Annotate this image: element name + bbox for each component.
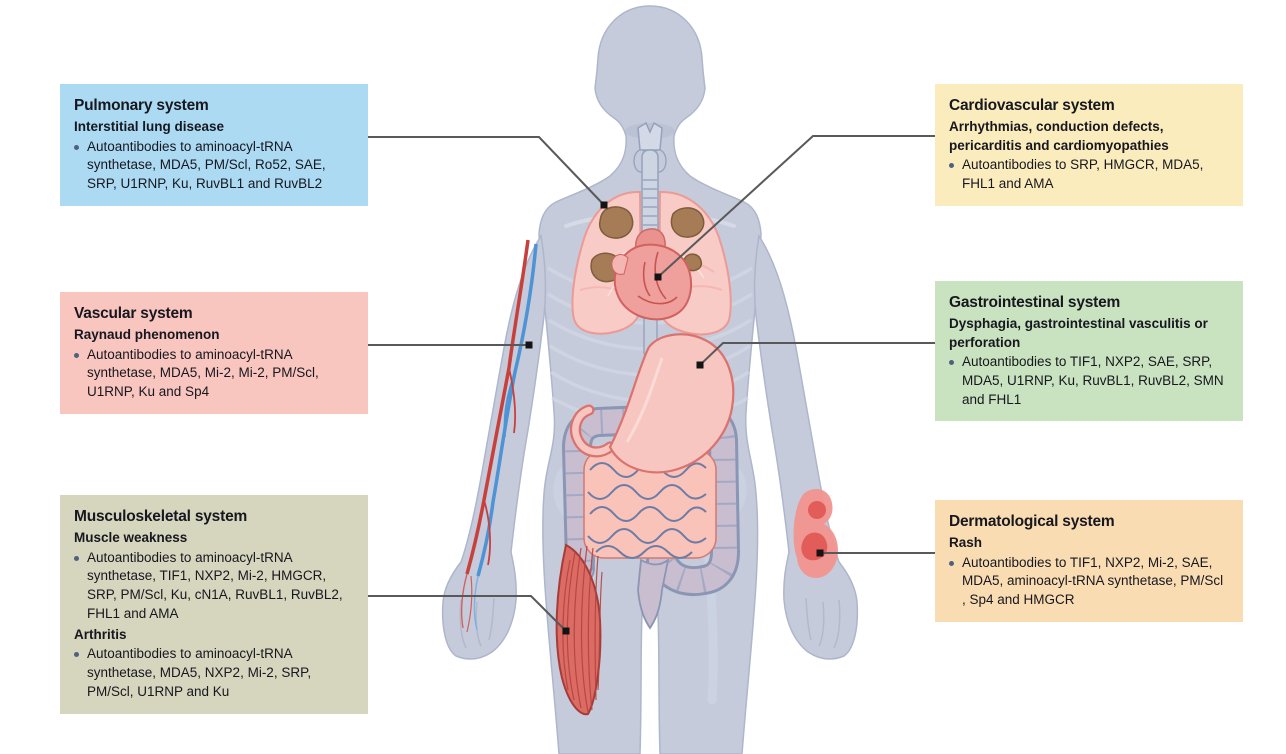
bullet-text: Autoantibodies to aminoacyl-tRNA synthet… — [87, 646, 312, 700]
section-heading: Rash — [949, 535, 983, 551]
callout-title: Dermatological system — [949, 513, 1115, 530]
left-arm — [753, 233, 859, 660]
endpoint-heart — [654, 273, 662, 281]
connectors — [366, 135, 935, 632]
rectum-illustration — [637, 557, 670, 630]
callout-gastrointestinal: Gastrointestinal system Dysphagia, gastr… — [935, 281, 1243, 422]
section-heading: Raynaud phenomenon — [74, 327, 220, 343]
endpoint-muscle — [562, 627, 570, 635]
bullet-dot — [74, 652, 79, 658]
muscle-striations — [562, 545, 603, 713]
callout-cardiovascular: Cardiovascular system Arrhythmias, condu… — [935, 84, 1243, 206]
connector-gastrointestinal — [699, 342, 935, 366]
section-heading: Interstitial lung disease — [74, 119, 225, 135]
bullet-dot — [949, 560, 954, 566]
bullet-item: Autoantibodies to aminoacyl-tRNA synthet… — [74, 549, 354, 625]
bullet-text: Autoantibodies to SRP, HMGCR, MDA5, FHL1… — [962, 156, 1204, 191]
callout-title: Vascular system — [74, 305, 193, 322]
connector-musculoskeletal — [366, 595, 567, 632]
stomach-highlight — [625, 357, 664, 443]
bullet-text: Autoantibodies to TIF1, NXP2, SAE, SRP, … — [962, 353, 1224, 407]
callout-title: Musculoskeletal system — [74, 508, 248, 525]
bullet-item: Autoantibodies to SRP, HMGCR, MDA5, FHL1… — [949, 156, 1229, 194]
trachea-illustration — [633, 121, 667, 251]
hand-rash-illustration — [793, 489, 838, 578]
callout-title: Pulmonary system — [74, 97, 209, 114]
connector-pulmonary — [368, 136, 605, 206]
bullet-text: Autoantibodies to aminoacyl-tRNA synthet… — [87, 346, 319, 400]
bullet-dot — [74, 144, 79, 150]
callout-musculoskeletal: Musculoskeletal system Muscle weakness A… — [60, 495, 368, 715]
section-heading: Muscle weakness — [74, 530, 188, 546]
bullet-dot — [949, 162, 954, 168]
section-heading: Arrhythmias, conduction defects, pericar… — [949, 119, 1169, 153]
stomach-illustration — [570, 333, 735, 474]
bullet-text: Autoantibodies to aminoacyl-tRNA synthet… — [87, 549, 343, 622]
section-heading: Arthritis — [74, 627, 127, 643]
bullet-dot — [74, 555, 79, 561]
bullet-item: Autoantibodies to TIF1, NXP2, Mi-2, SAE,… — [949, 554, 1229, 611]
section-heading: Dysphagia, gastrointestinal vasculitis o… — [949, 316, 1208, 350]
callout-vascular: Vascular system Raynaud phenomenon Autoa… — [60, 292, 368, 415]
connector-endpoints — [525, 201, 824, 635]
thigh-muscle-illustration — [555, 543, 603, 716]
bullet-text: Autoantibodies to TIF1, NXP2, Mi-2, SAE,… — [962, 554, 1224, 608]
endpoint-stomach — [696, 361, 704, 369]
callout-title: Cardiovascular system — [949, 97, 1115, 114]
callout-title: Gastrointestinal system — [949, 294, 1121, 311]
endpoint-hand-rash — [816, 549, 824, 557]
bullet-dot — [949, 359, 954, 365]
bullet-item: Autoantibodies to TIF1, NXP2, SAE, SRP, … — [949, 353, 1229, 410]
endpoint-arm-vessels — [525, 341, 533, 349]
knees — [580, 712, 720, 752]
arm-vessels-illustration — [460, 239, 538, 633]
bullet-item: Autoantibodies to aminoacyl-tRNA synthet… — [74, 138, 354, 195]
bullet-item: Autoantibodies to aminoacyl-tRNA synthet… — [74, 645, 354, 702]
endpoint-lung — [600, 201, 608, 209]
bullet-text: Autoantibodies to aminoacyl-tRNA synthet… — [87, 138, 326, 192]
connector-cardiovascular — [657, 135, 935, 278]
callout-pulmonary: Pulmonary system Interstitial lung disea… — [60, 84, 368, 207]
bullet-dot — [74, 352, 79, 358]
callout-dermatological: Dermatological system Rash Autoantibodie… — [935, 500, 1243, 623]
bullet-item: Autoantibodies to aminoacyl-tRNA synthet… — [74, 346, 354, 403]
